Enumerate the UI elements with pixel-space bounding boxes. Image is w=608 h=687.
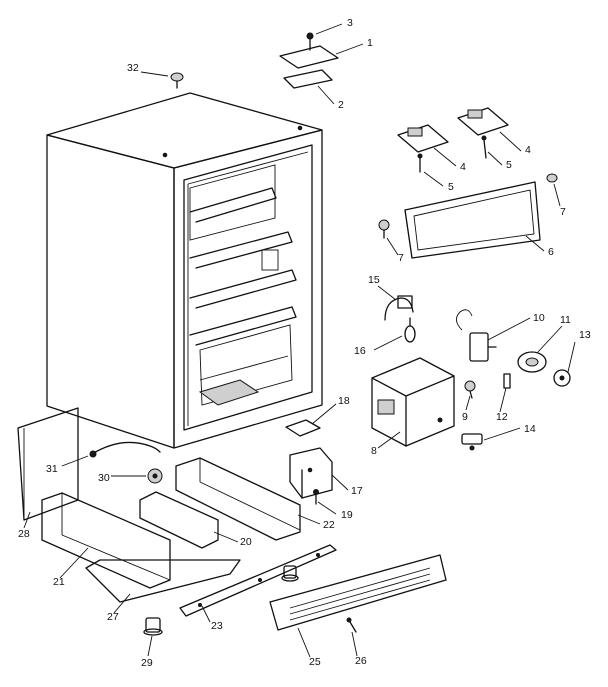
connector-14	[461, 433, 483, 451]
callout-7: 7	[560, 206, 566, 218]
callout-30: 30	[98, 472, 110, 484]
callout-11: 11	[560, 314, 571, 326]
callout-20: 20	[240, 536, 252, 548]
callout-26: 26	[355, 655, 367, 667]
screw-26	[346, 617, 357, 633]
cap-30	[147, 468, 163, 484]
callout-32: 32	[127, 62, 139, 74]
callout-9: 9	[462, 411, 468, 423]
callout-6: 6	[548, 246, 554, 258]
callout-28: 28	[18, 528, 30, 540]
side-panel-28	[17, 407, 79, 521]
callout-5: 5	[448, 181, 454, 193]
relay-9	[464, 380, 476, 399]
base-tray-20	[139, 491, 219, 549]
overload-10	[456, 309, 497, 362]
callout-15: 15	[368, 274, 380, 286]
harness-31	[89, 441, 161, 458]
callout-5: 5	[506, 159, 512, 171]
callout-23: 23	[211, 620, 223, 632]
callout-19: 19	[341, 509, 353, 521]
leader-lines	[23, 23, 576, 658]
callout-12: 12	[496, 411, 508, 423]
callout-27: 27	[107, 611, 119, 623]
callout-17: 17	[351, 485, 363, 497]
side-rail-23	[179, 544, 337, 617]
callout-18: 18	[338, 395, 350, 407]
callout-8: 8	[371, 445, 377, 457]
screw-19	[313, 489, 319, 505]
callout-3: 3	[347, 17, 353, 29]
clip-7-left	[378, 219, 390, 239]
control-brackets	[397, 107, 509, 173]
lamp-16	[404, 317, 416, 343]
clip-7-right	[546, 173, 558, 183]
base-panel-27	[85, 559, 241, 603]
plug-button-32	[170, 72, 184, 89]
shelf-rail-6	[404, 181, 541, 259]
bracket-17	[289, 447, 333, 499]
plate-18	[285, 419, 321, 437]
kick-plate-grille-25	[269, 554, 447, 631]
refrigerator-cabinet	[46, 92, 323, 449]
base-rear-rail-22	[175, 457, 301, 541]
knob-13	[553, 369, 571, 387]
top-hinge-assembly	[279, 32, 339, 89]
callout-4: 4	[525, 144, 531, 156]
callout-1: 1	[367, 37, 373, 49]
callout-25: 25	[309, 656, 321, 668]
leveling-foot-29-right	[281, 565, 299, 582]
callout-31: 31	[46, 463, 58, 475]
callout-14: 14	[524, 423, 536, 435]
callout-13: 13	[579, 329, 591, 341]
compressor-8	[371, 357, 455, 447]
callout-22: 22	[323, 519, 335, 531]
base-front-21	[41, 492, 171, 589]
callout-7: 7	[398, 252, 404, 264]
connector-12	[503, 373, 511, 389]
callout-2: 2	[338, 99, 344, 111]
motor-11	[517, 351, 547, 373]
callout-4: 4	[460, 161, 466, 173]
callout-10: 10	[533, 312, 545, 324]
thermostat-15	[384, 295, 414, 321]
callout-16: 16	[354, 345, 366, 357]
callout-21: 21	[53, 576, 65, 588]
leveling-foot-29-left	[143, 617, 163, 636]
callout-29: 29	[141, 657, 153, 669]
